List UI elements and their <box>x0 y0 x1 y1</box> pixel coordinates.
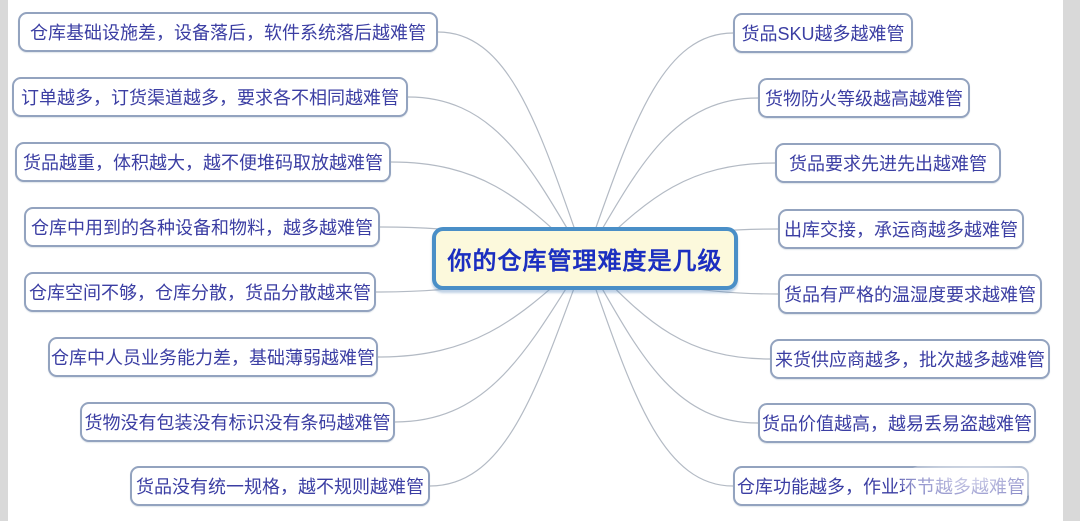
central-topic-label: 你的仓库管理难度是几级 <box>447 248 723 275</box>
branch-label: 货品价值越高，越易丢易盗越难管 <box>762 414 1032 434</box>
connector-curve <box>584 258 759 424</box>
branch-label: 货物防火等级越高越难管 <box>765 89 963 109</box>
branch-node[interactable]: 货品有严格的温湿度要求越难管 <box>778 274 1042 314</box>
connector-curve <box>429 258 586 487</box>
branch-label: 仓库功能越多，作业环节越多越难管 <box>737 477 1025 497</box>
branch-node[interactable]: 货物没有包装没有标识没有条码越难管 <box>80 402 395 442</box>
branch-label: 货物没有包装没有标识没有条码越难管 <box>84 413 391 433</box>
branch-node[interactable]: 仓库中人员业务能力差，基础薄弱越难管 <box>48 337 378 377</box>
connector-curve <box>437 31 586 259</box>
branch-label: 出库交接，承运商越多越难管 <box>784 220 1018 240</box>
branch-node[interactable]: 货品越重，体积越大，越不便堆码取放越难管 <box>15 142 391 182</box>
branch-label: 货品越重，体积越大，越不便堆码取放越难管 <box>23 153 383 173</box>
branch-label: 货品有严格的温湿度要求越难管 <box>784 285 1036 305</box>
branch-node[interactable]: 出库交接，承运商越多越难管 <box>778 209 1024 249</box>
branch-label: 仓库空间不够，仓库分散，货品分散越来管 <box>29 283 371 303</box>
branch-node[interactable]: 订单越多，订货渠道越多，要求各不相同越难管 <box>12 77 408 117</box>
branch-label: 仓库中用到的各种设备和物料，越多越难管 <box>31 218 373 238</box>
branch-label: 订单越多，订货渠道越多，要求各不相同越难管 <box>21 88 399 108</box>
connector-curve <box>394 258 586 423</box>
branch-node[interactable]: 货品要求先进先出越难管 <box>775 143 1001 183</box>
branch-node[interactable]: 货品价值越高，越易丢易盗越难管 <box>758 403 1036 443</box>
branch-label: 货品SKU越多越难管 <box>741 24 905 44</box>
left-edge-strip <box>0 0 8 521</box>
central-topic-node[interactable]: 你的仓库管理难度是几级 <box>432 227 738 290</box>
branch-label: 货品要求先进先出越难管 <box>789 154 987 174</box>
branch-node[interactable]: 来货供应商越多，批次越多越难管 <box>770 339 1050 379</box>
connector-curve <box>584 258 734 487</box>
branch-node[interactable]: 货物防火等级越高越难管 <box>758 78 970 118</box>
branch-label: 仓库中人员业务能力差，基础薄弱越难管 <box>51 348 375 368</box>
right-edge-strip <box>1063 0 1080 521</box>
branch-node[interactable]: 货品SKU越多越难管 <box>733 13 913 53</box>
branch-node[interactable]: 仓库基础设施差，设备落后，软件系统落后越难管 <box>18 12 438 52</box>
branch-node[interactable]: 仓库中用到的各种设备和物料，越多越难管 <box>24 207 380 247</box>
branch-node[interactable]: 仓库功能越多，作业环节越多越难管 <box>733 466 1029 506</box>
connector-curve <box>407 96 586 259</box>
branch-label: 仓库基础设施差，设备落后，软件系统落后越难管 <box>30 23 426 43</box>
branch-label: 来货供应商越多，批次越多越难管 <box>775 350 1045 370</box>
branch-label: 货品没有统一规格，越不规则越难管 <box>136 477 424 497</box>
branch-node[interactable]: 货品没有统一规格，越不规则越难管 <box>130 466 430 506</box>
connector-curve <box>584 32 734 259</box>
branch-node[interactable]: 仓库空间不够，仓库分散，货品分散越来管 <box>24 272 376 312</box>
connector-curve <box>584 97 759 259</box>
